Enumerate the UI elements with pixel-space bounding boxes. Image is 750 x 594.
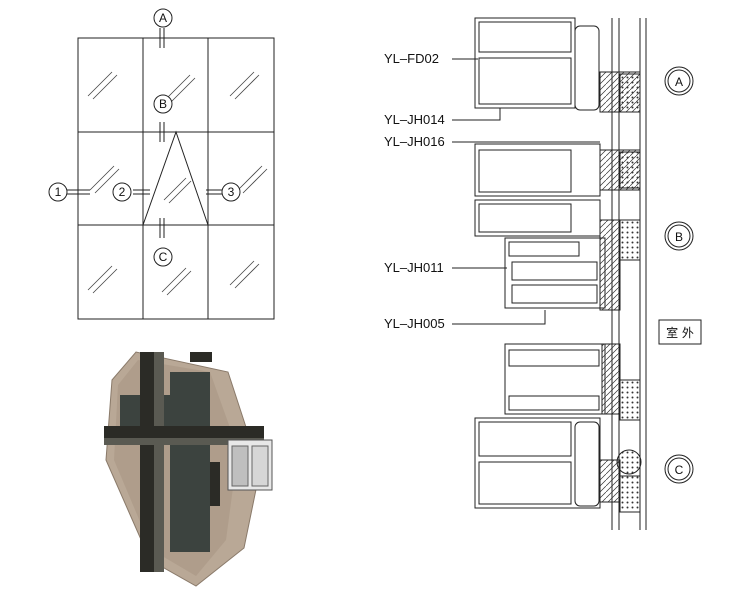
marker-c-elevation: C — [153, 247, 173, 267]
elevation-outline — [77, 37, 275, 320]
marker-b-elevation: B — [153, 94, 173, 114]
section-detail: YL–FD02 YL–JH014 YL–JH016 YL–JH011 YL–JH… — [384, 17, 702, 530]
marker-a-section: A — [664, 66, 694, 96]
vertical-mullion — [140, 352, 154, 572]
marker-3: 3 — [221, 182, 241, 202]
marker-1: 1 — [48, 182, 68, 202]
label-jh011: YL–JH011 — [384, 260, 444, 275]
svg-text:B: B — [159, 97, 167, 111]
horizontal-transom — [104, 426, 264, 438]
svg-text:C: C — [675, 463, 684, 477]
marker-c-section: C — [664, 454, 694, 484]
label-jh005: YL–JH005 — [384, 316, 445, 331]
render-3d — [104, 351, 273, 587]
svg-text:1: 1 — [55, 185, 62, 199]
svg-text:室 外: 室 外 — [666, 325, 694, 340]
svg-text:3: 3 — [228, 185, 235, 199]
label-fd02: YL–FD02 — [384, 51, 439, 66]
elevation-view: A B C 1 2 3 — [48, 8, 275, 320]
label-jh014: YL–JH014 — [384, 112, 445, 127]
marker-a-elevation: A — [153, 8, 173, 28]
exterior-label: 室 外 — [658, 319, 702, 345]
label-jh016: YL–JH016 — [384, 134, 445, 149]
svg-text:2: 2 — [119, 185, 126, 199]
profile-fd02 — [474, 17, 576, 109]
svg-text:B: B — [675, 230, 683, 244]
svg-text:A: A — [159, 11, 167, 25]
svg-text:C: C — [159, 250, 168, 264]
profile-jh011 — [504, 237, 606, 309]
svg-text:A: A — [675, 75, 683, 89]
marker-b-section: B — [664, 221, 694, 251]
glass-marks — [87, 71, 268, 296]
vent-triangle — [142, 130, 209, 226]
marker-2: 2 — [112, 182, 132, 202]
